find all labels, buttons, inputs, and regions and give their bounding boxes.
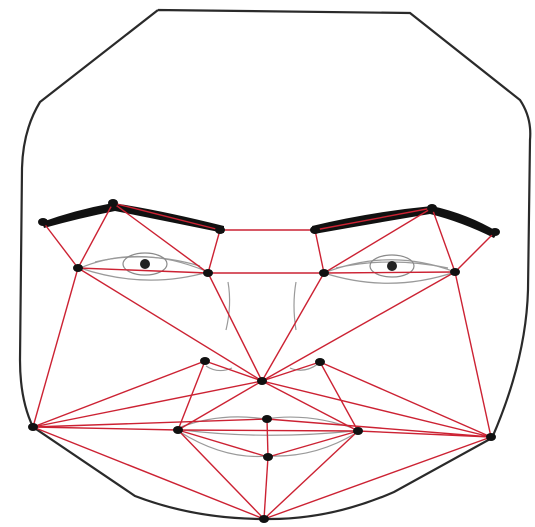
landmark-point bbox=[353, 427, 363, 435]
right-pupil bbox=[387, 261, 397, 271]
left-pupil bbox=[140, 259, 150, 269]
landmark-point bbox=[203, 269, 213, 277]
landmark-point bbox=[315, 358, 325, 366]
landmark-point bbox=[173, 426, 183, 434]
landmark-point bbox=[200, 357, 210, 365]
landmark-point bbox=[215, 226, 225, 234]
landmark-point bbox=[310, 226, 320, 234]
landmark-point bbox=[262, 415, 272, 423]
landmark-point bbox=[73, 264, 83, 272]
landmark-point bbox=[259, 515, 269, 523]
landmark-point bbox=[263, 453, 273, 461]
landmark-point bbox=[450, 268, 460, 276]
landmark-point bbox=[28, 423, 38, 431]
landmark-point bbox=[490, 228, 500, 236]
landmark-point bbox=[257, 377, 267, 385]
landmark-point bbox=[486, 433, 496, 441]
mesh-edge bbox=[324, 272, 455, 273]
landmark-point bbox=[427, 204, 437, 212]
landmark-point bbox=[38, 218, 48, 226]
landmark-point bbox=[319, 269, 329, 277]
landmark-point bbox=[108, 199, 118, 207]
mesh-edge bbox=[267, 419, 268, 457]
